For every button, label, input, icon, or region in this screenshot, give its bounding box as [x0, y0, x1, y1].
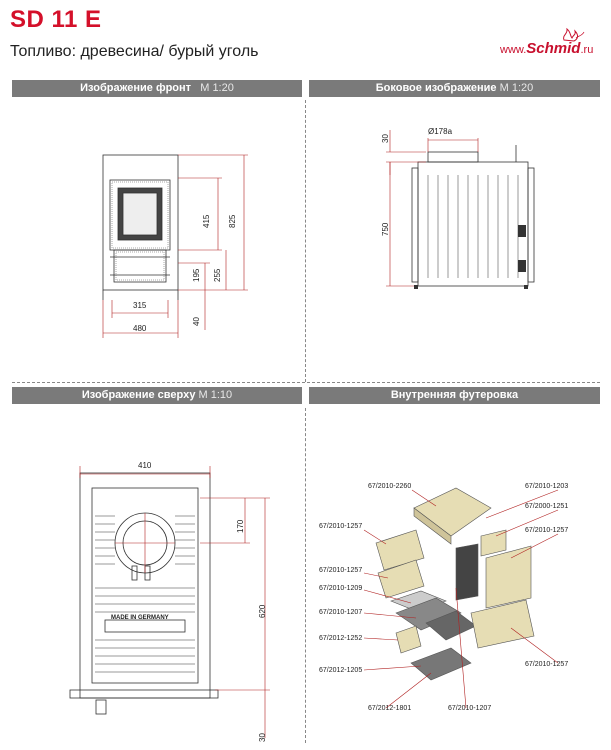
fuel-subtitle: Топливо: древесина/ бурый уголь [10, 43, 259, 60]
dim-415: 415 [202, 214, 211, 228]
dim-40: 40 [192, 317, 201, 326]
dim-410: 410 [138, 461, 152, 470]
top-view-drawing [69, 466, 270, 738]
dim-30: 30 [381, 134, 390, 143]
top-view-header: Изображение сверху M 1:10 [12, 387, 302, 404]
part-label: 67/2010-1207 [319, 609, 363, 616]
side-view-header: Боковое изображение M 1:20 [309, 80, 600, 97]
part-label: 67/2010-1203 [525, 483, 569, 490]
dim-30-bottom: 30 [258, 733, 267, 742]
dim-195: 195 [192, 268, 201, 282]
part-label: 67/2010-1257 [525, 661, 569, 668]
part-label: 67/2010-1257 [525, 527, 569, 534]
part-label: 67/2010-1257 [319, 523, 363, 530]
part-label: 67/2012-1801 [368, 705, 412, 712]
dim-480: 480 [133, 324, 147, 333]
logo-url: www.Schmid.ru [500, 40, 594, 57]
front-view-drawing [102, 154, 248, 338]
made-in-germany-plate: MADE IN GERMANY [111, 615, 169, 621]
dim-825: 825 [228, 214, 237, 228]
dim-315: 315 [133, 301, 147, 310]
page-title: SD 11 E [10, 6, 102, 33]
side-view-drawing [386, 130, 535, 289]
divider-middle [12, 382, 600, 383]
part-label: 67/2012-1205 [319, 667, 363, 674]
part-label: 67/2010-1207 [448, 705, 492, 712]
lining-exploded-drawing [363, 487, 559, 709]
front-view-header: Изображение фронт M 1:20 [12, 80, 302, 97]
lining-header: Внутренняя футеровка [309, 387, 600, 404]
part-label: 67/2000-1251 [525, 503, 569, 510]
divider-lower [305, 408, 306, 743]
dim-170: 170 [236, 519, 245, 533]
part-label: 67/2012-1252 [319, 635, 363, 642]
dim-diameter: Ø178a [428, 127, 453, 136]
dim-750: 750 [381, 222, 390, 236]
part-label: 67/2010-2260 [368, 483, 412, 490]
dim-255: 255 [213, 268, 222, 282]
part-label: 67/2010-1209 [319, 585, 363, 592]
dim-620: 620 [258, 604, 267, 618]
divider-upper [305, 100, 306, 382]
schmid-logo[interactable]: www.Schmid.ru [500, 26, 604, 57]
part-label: 67/2010-1257 [319, 567, 363, 574]
flame-icon [563, 27, 585, 42]
